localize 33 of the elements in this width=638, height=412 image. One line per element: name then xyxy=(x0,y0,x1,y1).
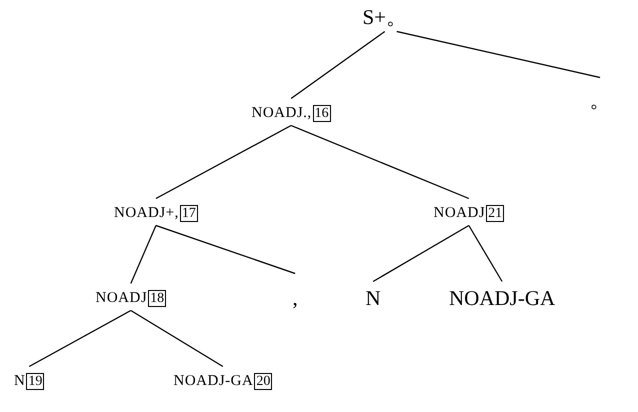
tree-node xyxy=(434,204,504,222)
node-label: 。 xyxy=(590,90,610,110)
node-label: N xyxy=(366,288,381,308)
tree-branch xyxy=(130,310,224,368)
node-label: NOADJ xyxy=(434,206,486,220)
node-label: NOADJ-GA xyxy=(449,288,556,308)
node-label: N xyxy=(14,374,26,388)
index-number: 19 xyxy=(26,372,44,390)
index-number: 17 xyxy=(180,204,198,222)
index-number: 16 xyxy=(312,104,331,122)
index-number: 18 xyxy=(148,290,166,306)
tree-node xyxy=(252,104,331,122)
node-label: NOADJ-GA xyxy=(174,374,254,388)
tree-branch xyxy=(372,224,470,282)
node-label: S+。 xyxy=(362,6,408,28)
tree-branch xyxy=(130,225,156,284)
node-label: , xyxy=(292,288,298,308)
index-number: 20 xyxy=(254,372,272,390)
tree-branch xyxy=(468,225,503,282)
tree-node xyxy=(96,290,166,306)
tree-branch xyxy=(290,31,386,99)
tree-branch xyxy=(28,310,132,368)
tree-branch xyxy=(156,224,296,274)
index-number: 21 xyxy=(486,204,504,222)
tree-node xyxy=(14,372,44,390)
tree-branch xyxy=(156,124,292,200)
node-label: NOADJ xyxy=(96,290,148,306)
tree-node xyxy=(174,372,272,390)
node-label: NOADJ+, xyxy=(114,206,179,220)
node-label: NOADJ., xyxy=(252,106,312,120)
tree-branch xyxy=(290,124,470,200)
tree-branch xyxy=(396,30,600,78)
tree-node xyxy=(114,204,198,222)
